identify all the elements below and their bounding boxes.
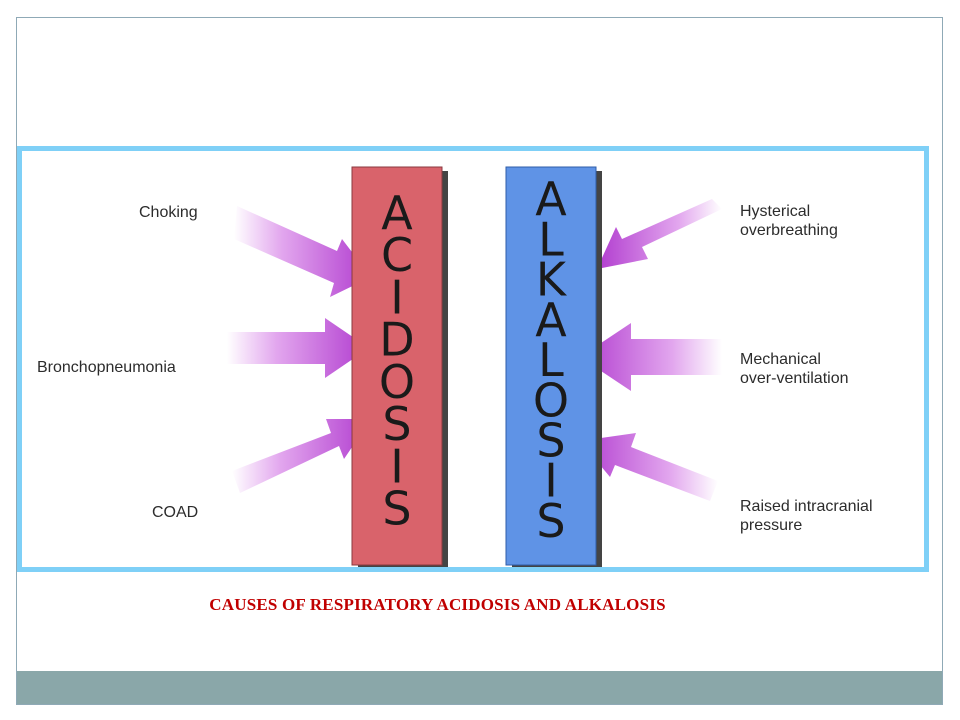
- arrow-mechanical-over-ventilation: [580, 323, 722, 391]
- cause-label-raised-intracranial-pressure: Raised intracranial pressure: [740, 498, 873, 534]
- arrow-coad: [232, 419, 371, 493]
- alkalosis-letter-4: L: [538, 333, 564, 387]
- alkalosis-letter-8: S: [536, 494, 565, 548]
- acidosis-letters: ACIDOSIS: [379, 186, 415, 536]
- footer-bar: [17, 671, 942, 704]
- acidosis-letter-6: I: [390, 439, 404, 493]
- alkalosis-letter-7: I: [544, 454, 558, 508]
- cause-label-hysterical-overbreathing: Hysterical overbreathing: [740, 203, 838, 239]
- arrow-choking: [234, 206, 371, 297]
- diagram-caption: CAUSES OF RESPIRATORY ACIDOSIS AND ALKAL…: [209, 595, 666, 614]
- alkalosis-letter-3: A: [535, 293, 567, 347]
- acidosis-letter-2: I: [390, 270, 404, 324]
- alkalosis-letter-2: K: [536, 253, 568, 307]
- alkalosis-letter-0: A: [535, 172, 567, 226]
- acidosis-letter-5: S: [382, 397, 411, 451]
- acidosis-column: ACIDOSIS: [351, 166, 448, 567]
- arrow-hysterical-overbreathing: [597, 199, 722, 269]
- alkalosis-letter-6: S: [536, 414, 565, 468]
- cause-label-choking: Choking: [139, 204, 198, 221]
- acidosis-letter-1: C: [381, 228, 413, 282]
- alkalosis-column: ALKALOSIS: [505, 166, 602, 567]
- acidosis-letter-0: A: [381, 186, 413, 240]
- cause-label-bronchopneumonia: Bronchopneumonia: [37, 359, 176, 376]
- alkalosis-letters: ALKALOSIS: [533, 172, 569, 548]
- diagram-svg: ACIDOSIS ALKALOSIS: [227, 166, 722, 567]
- acidosis-letter-4: O: [379, 355, 415, 409]
- alkalosis-letter-5: O: [533, 373, 569, 427]
- alkalosis-letter-1: L: [538, 212, 564, 266]
- acidosis-letter-7: S: [382, 482, 411, 536]
- arrow-raised-intracranial-pressure: [580, 433, 718, 501]
- cause-label-coad: COAD: [152, 504, 199, 521]
- cause-label-mechanical-over-ventilation: Mechanical over-ventilation: [740, 351, 849, 387]
- acidosis-letter-3: D: [379, 313, 414, 367]
- arrow-bronchopneumonia: [227, 318, 369, 378]
